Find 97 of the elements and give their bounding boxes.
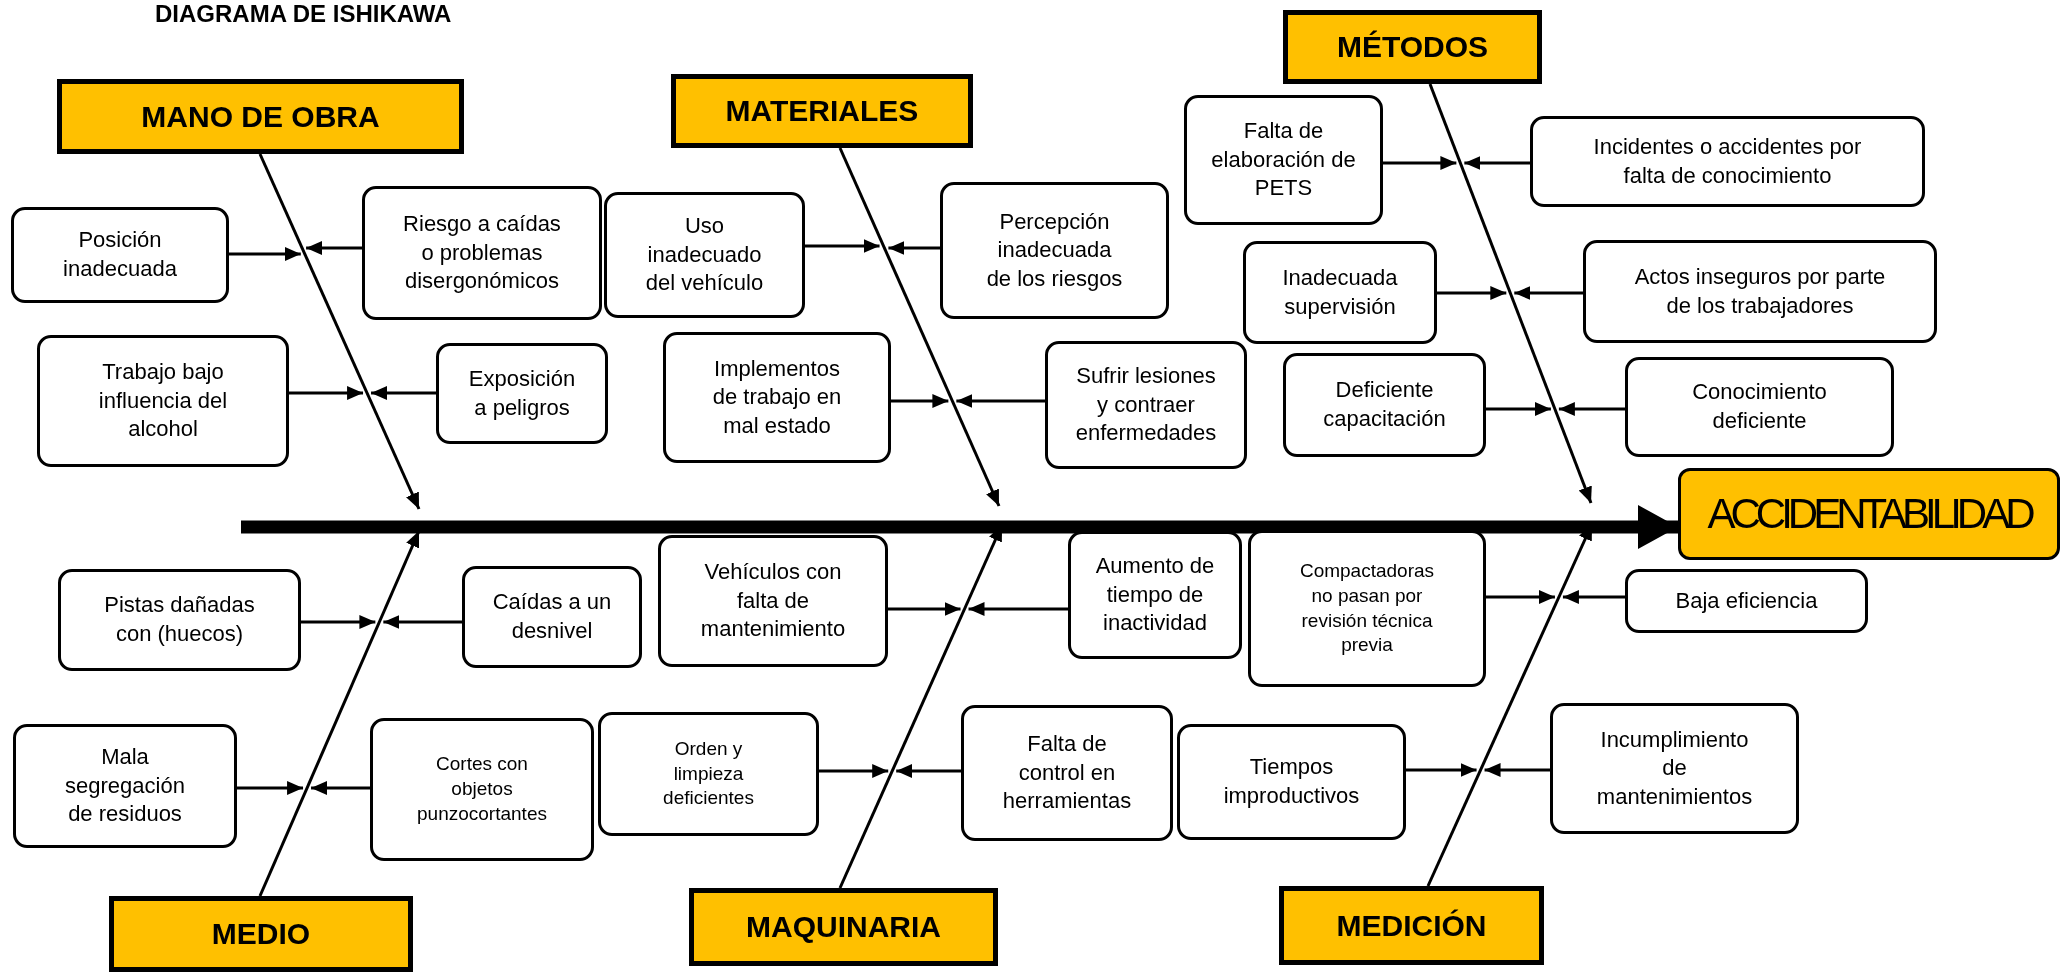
cause-label: Aumento de tiempo de inactividad — [1094, 552, 1216, 638]
effect-label: ACCIDENTABILIDAD — [1707, 490, 2031, 538]
cause-box — [663, 332, 891, 463]
cause-box — [1248, 530, 1486, 687]
cause-box — [1045, 341, 1247, 469]
cause-label: Uso inadecuado del vehículo — [644, 212, 765, 298]
cause-label: Sufrir lesiones y contraer enfermedades — [1074, 362, 1218, 448]
arrow — [1484, 763, 1550, 777]
cause-box — [1243, 241, 1437, 344]
category-label: MEDICIÓN — [1336, 908, 1487, 943]
bone-arrow — [1428, 83, 1593, 504]
cause-box — [1184, 95, 1383, 225]
arrow — [1437, 286, 1507, 300]
cause-label: Tiempos improductivos — [1222, 753, 1361, 810]
cause-label: Trabajo bajo influencia del alcohol — [97, 358, 229, 444]
cause-label: Conocimiento deficiente — [1691, 378, 1828, 435]
arrow — [805, 239, 880, 253]
category-label: MAQUINARIA — [746, 910, 941, 944]
cause-box — [13, 724, 237, 848]
cause-label: Falta de elaboración de PETS — [1210, 117, 1357, 203]
arrow — [229, 247, 301, 261]
cause-label: Posición inadecuada — [62, 226, 178, 283]
arrow — [237, 781, 304, 795]
arrow — [1486, 402, 1551, 416]
cause-label: Exposición a peligros — [467, 364, 577, 422]
cause-label: Riesgo a caídas o problemas disergonómicos — [402, 210, 562, 296]
cause-box — [362, 186, 602, 320]
arrow — [1562, 590, 1625, 604]
category-label: MANO DE OBRA — [141, 99, 380, 134]
arrow — [1514, 286, 1583, 300]
diagram-title: DIAGRAMA DE ISHIKAWA — [155, 0, 452, 28]
category-box — [1279, 886, 1544, 965]
cause-label: Mala segregación de residuos — [64, 743, 186, 829]
bone-arrow — [838, 147, 1001, 507]
cause-label: Inadecuada supervisión — [1281, 263, 1399, 321]
cause-box — [658, 535, 888, 667]
arrow — [888, 241, 940, 255]
cause-box — [370, 718, 594, 861]
arrow — [306, 241, 362, 255]
category-box — [1283, 10, 1542, 84]
cause-box — [1583, 240, 1937, 343]
arrow — [1486, 590, 1555, 604]
effect-box — [1678, 468, 2060, 560]
cause-label: Vehículos con falta de mantenimiento — [699, 558, 847, 644]
cause-box — [961, 705, 1173, 841]
arrow — [301, 615, 376, 629]
cause-label: Pistas dañadas con (huecos) — [103, 591, 256, 648]
arrow — [968, 602, 1068, 616]
cause-box — [1625, 569, 1868, 633]
cause-box — [436, 343, 608, 444]
cause-box — [1283, 353, 1486, 457]
arrow — [1464, 156, 1530, 170]
cause-box — [1177, 724, 1406, 840]
cause-box — [1550, 703, 1799, 834]
cause-label: Incumplimiento de mantenimientos — [1595, 725, 1754, 811]
arrow — [1406, 763, 1477, 777]
cause-label: Deficiente capacitación — [1322, 376, 1447, 433]
category-box — [689, 888, 998, 966]
cause-box — [1530, 116, 1925, 207]
cause-label: Caídas a un desnivel — [491, 588, 613, 645]
category-label: MÉTODOS — [1336, 30, 1489, 64]
cause-box — [37, 335, 289, 467]
category-label: MATERIALES — [725, 94, 919, 128]
cause-box — [58, 569, 301, 671]
cause-box — [1068, 531, 1242, 659]
cause-box — [11, 207, 229, 303]
cause-box — [462, 566, 642, 668]
arrow — [956, 394, 1045, 408]
cause-label: Implementos de trabajo en mal estado — [711, 354, 843, 440]
cause-label: Incidentes o accidentes por falta de conocimiento — [1592, 132, 1863, 190]
arrow — [888, 602, 961, 616]
cause-box — [598, 712, 819, 836]
cause-label: Orden y limpieza deficientes — [662, 736, 755, 811]
cause-label: Percepción inadecuada de los riesgos — [985, 207, 1124, 293]
spine-arrow — [241, 505, 1678, 549]
cause-label: Actos inseguros por parte de los trabajadores — [1633, 262, 1887, 320]
arrow — [891, 394, 949, 408]
arrow — [819, 764, 889, 778]
arrow — [383, 615, 462, 629]
arrow — [896, 764, 961, 778]
cause-label: Compactadoras no pasan por revisión técnica previa — [1298, 559, 1436, 658]
arrow — [311, 781, 370, 795]
cause-box — [940, 182, 1169, 319]
arrow — [289, 386, 364, 400]
cause-box — [604, 192, 805, 318]
arrow — [371, 386, 436, 400]
arrow — [1558, 402, 1625, 416]
cause-box — [1625, 357, 1894, 457]
category-label: MEDIO — [211, 917, 311, 951]
bone-arrow — [258, 153, 421, 510]
cause-label: Baja eficiencia — [1675, 586, 1818, 615]
category-box — [109, 896, 413, 972]
arrow — [1383, 156, 1457, 170]
category-box — [57, 79, 464, 154]
category-box — [671, 74, 973, 148]
cause-label: Falta de control en herramientas — [1001, 730, 1133, 816]
cause-label: Cortes con objetos punzocortantes — [416, 752, 548, 826]
